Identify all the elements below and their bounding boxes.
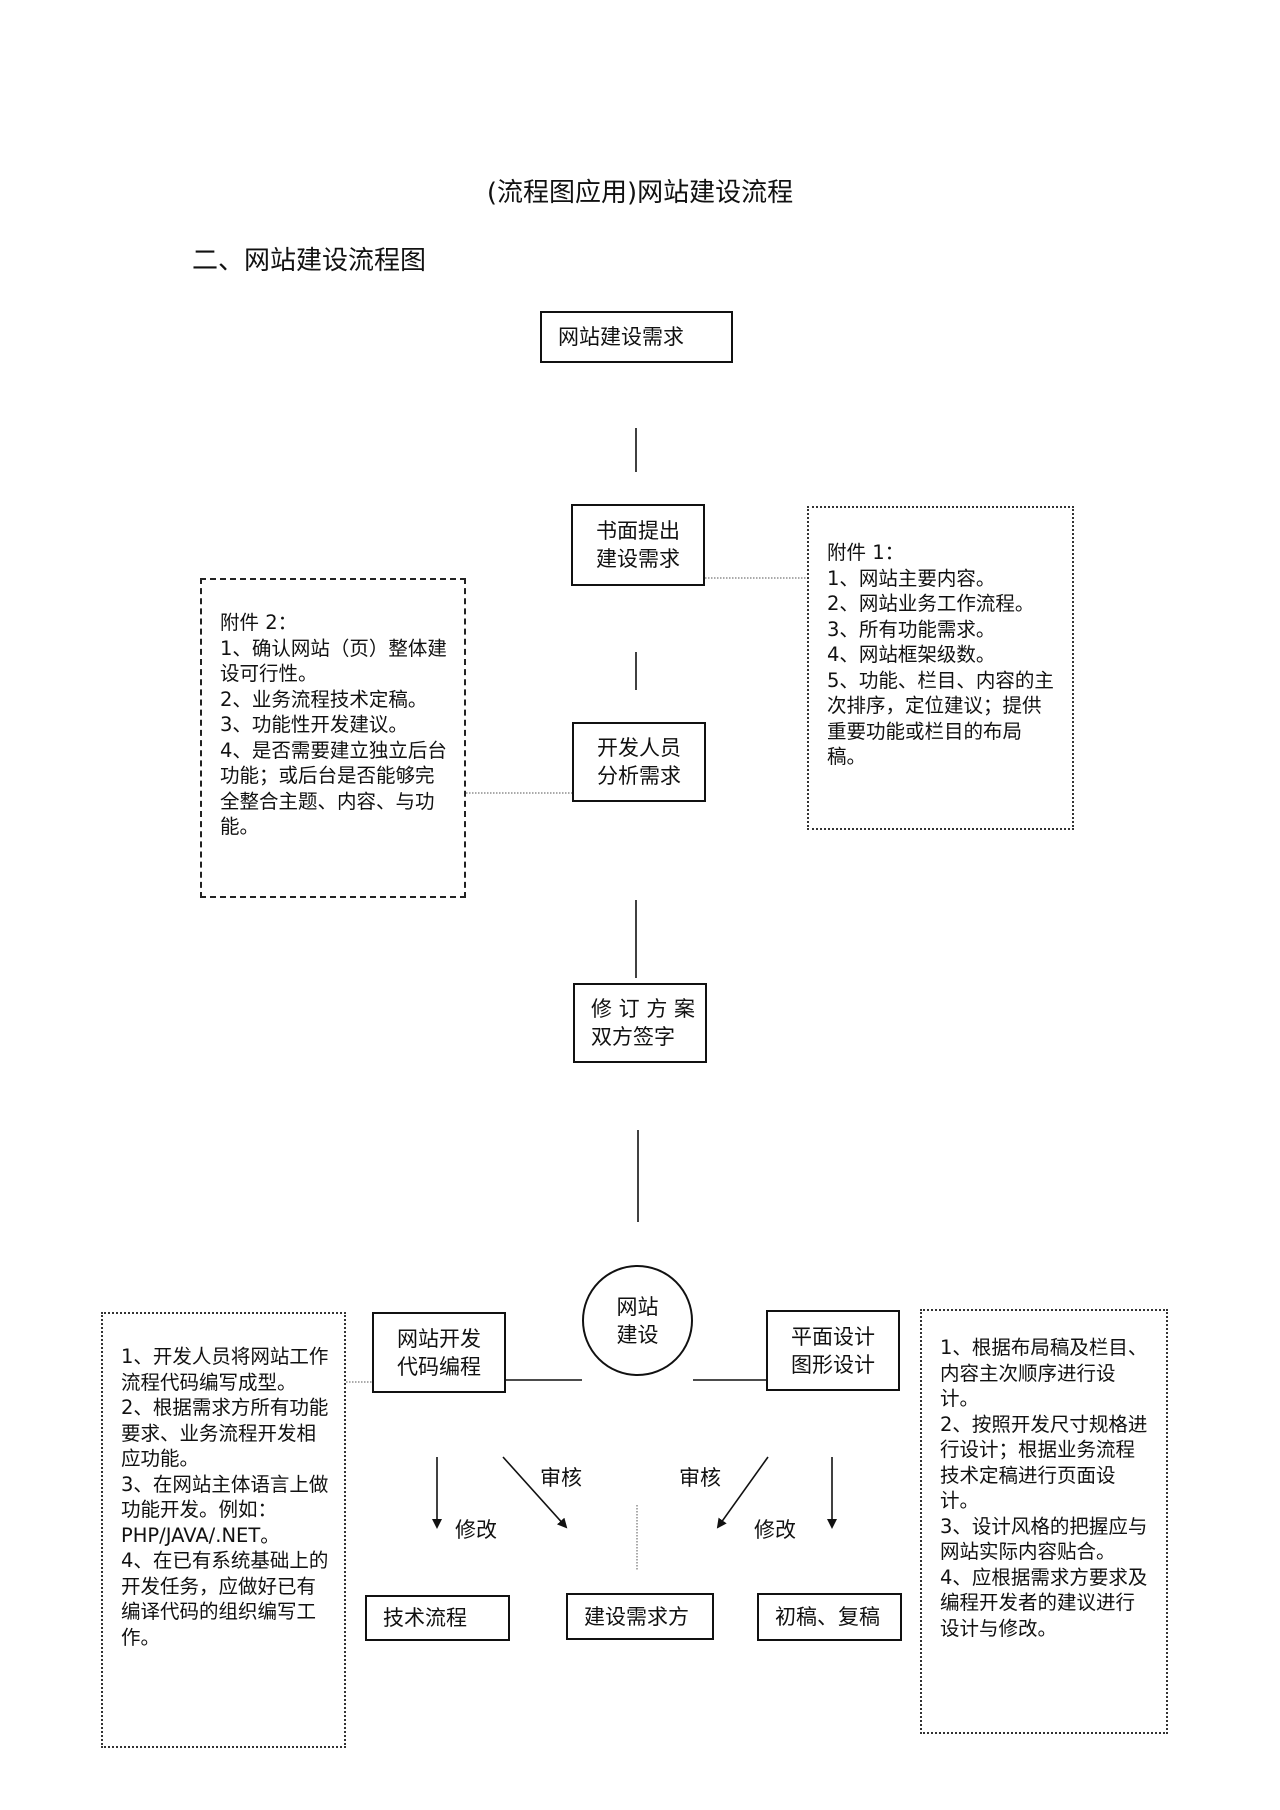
node-build-line1: 网站 bbox=[616, 1294, 659, 1319]
arrow bbox=[716, 1456, 769, 1529]
page-title: (流程图应用)网站建设流程 bbox=[486, 178, 794, 208]
node-drafts-label: 初稿、复稿 bbox=[775, 1605, 880, 1629]
node-dev-line2: 代码编程 bbox=[397, 1354, 481, 1379]
node-tech-flow: 技术流程 bbox=[365, 1595, 510, 1641]
node-written-line1: 书面提出 bbox=[596, 519, 680, 543]
node-client: 建设需求方 bbox=[566, 1593, 714, 1640]
attachment-2-note: 附件 2： 1、确认网站（页）整体建设可行性。 2、业务流程技术定稿。 3、功能… bbox=[200, 578, 466, 898]
design-notes: 1、根据布局稿及栏目、内容主次顺序进行设计。 2、按照开发尺寸规格进行设计；根据… bbox=[920, 1309, 1168, 1734]
node-tech-flow-label: 技术流程 bbox=[383, 1606, 467, 1630]
node-requirement-label: 网站建设需求 bbox=[558, 325, 684, 349]
node-requirement: 网站建设需求 bbox=[540, 311, 733, 363]
label-review-left: 审核 bbox=[540, 1466, 582, 1490]
attachment-1-note: 附件 1： 1、网站主要内容。 2、网站业务工作流程。 3、所有功能需求。 4、… bbox=[807, 506, 1074, 830]
label-modify-left: 修改 bbox=[455, 1518, 497, 1542]
node-dev-analysis: 开发人员 分析需求 bbox=[572, 722, 706, 802]
section-heading: 二、网站建设流程图 bbox=[192, 246, 427, 276]
node-revise-plan: 修 订 方 案 双方签字 bbox=[573, 983, 707, 1063]
node-analysis-line1: 开发人员 bbox=[597, 736, 681, 760]
label-review-right: 审核 bbox=[679, 1466, 721, 1490]
node-dev-line1: 网站开发 bbox=[397, 1326, 481, 1351]
node-design-line2: 图形设计 bbox=[791, 1352, 875, 1377]
node-written-line2: 建设需求 bbox=[596, 547, 680, 571]
dev-notes: 1、开发人员将网站工作流程代码编写成型。 2、根据需求方所有功能要求、业务流程开… bbox=[101, 1312, 346, 1748]
node-design-line1: 平面设计 bbox=[791, 1324, 875, 1349]
node-build-line2: 建设 bbox=[616, 1322, 659, 1347]
node-revise-line2: 双方签字 bbox=[591, 1025, 675, 1049]
label-modify-right: 修改 bbox=[754, 1518, 796, 1542]
node-graphic-design: 平面设计 图形设计 bbox=[766, 1310, 900, 1391]
node-drafts: 初稿、复稿 bbox=[757, 1593, 902, 1641]
node-written-request: 书面提出 建设需求 bbox=[571, 504, 705, 586]
node-web-dev: 网站开发 代码编程 bbox=[372, 1312, 506, 1393]
arrow bbox=[502, 1456, 568, 1529]
node-website-build: 网站 建设 bbox=[582, 1265, 693, 1376]
node-analysis-line2: 分析需求 bbox=[597, 764, 681, 788]
node-revise-line1: 修 订 方 案 bbox=[591, 997, 696, 1021]
node-client-label: 建设需求方 bbox=[584, 1604, 689, 1629]
